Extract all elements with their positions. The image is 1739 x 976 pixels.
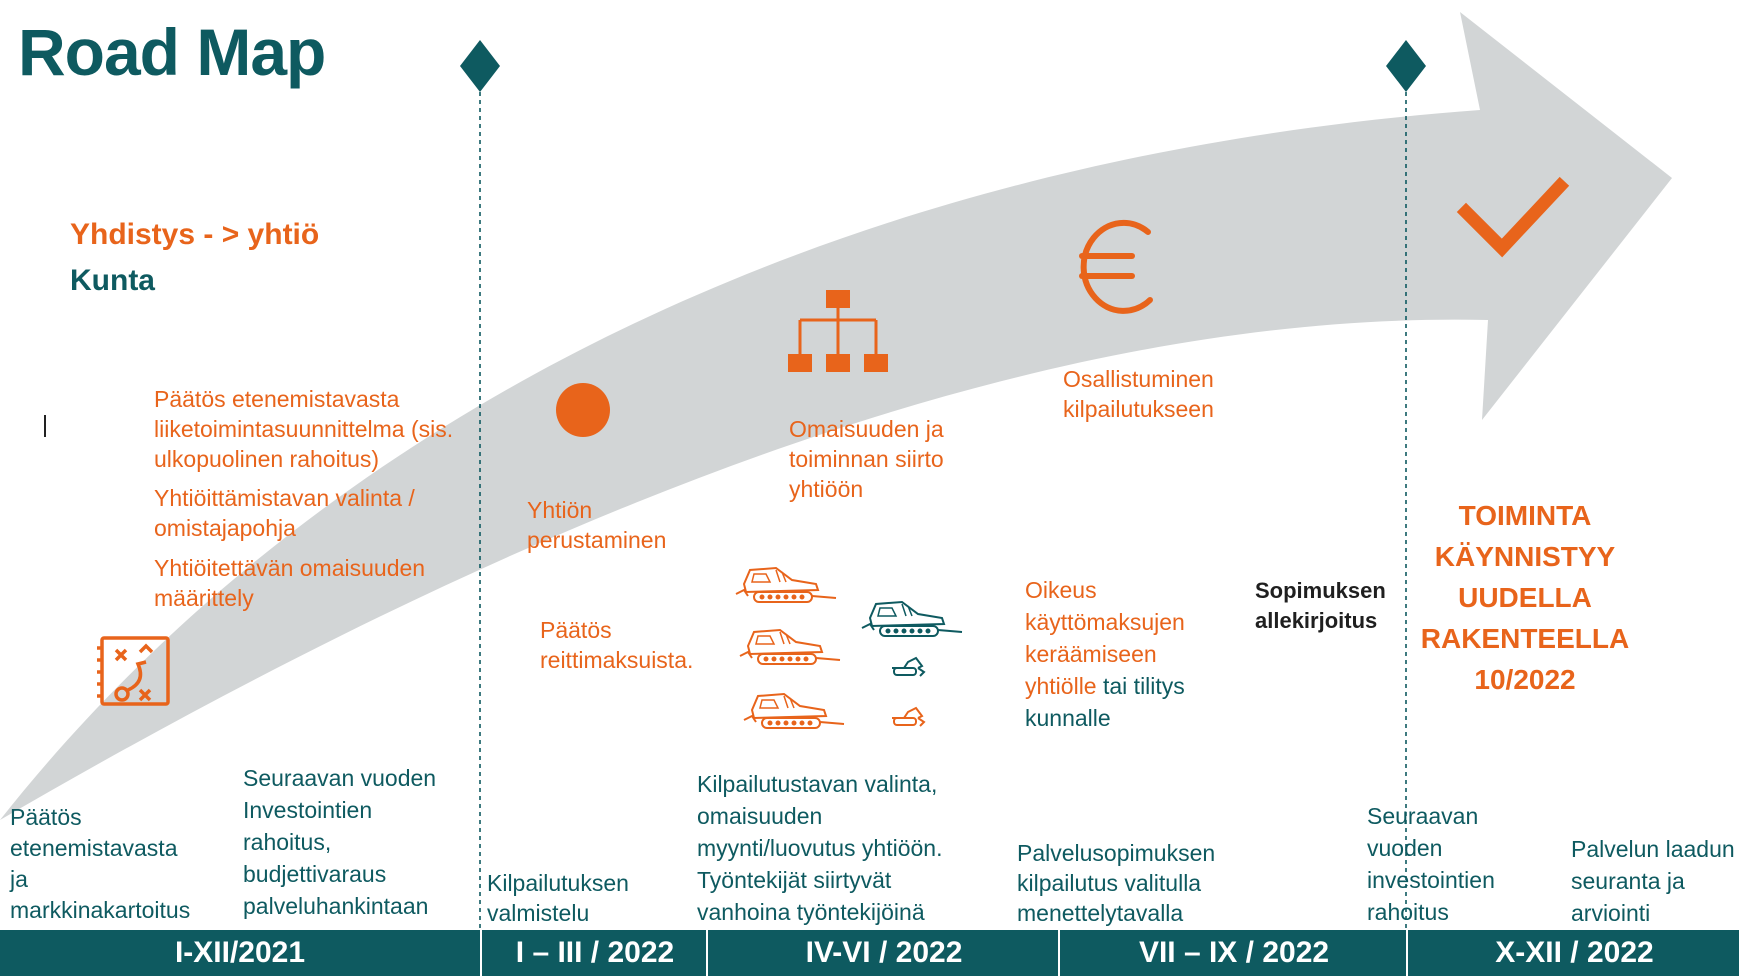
route-plan-icon: [97, 636, 170, 706]
final-milestone: TOIMINTA KÄYNNISTYY UUDELLA RAKENTEELLA …: [1420, 500, 1630, 695]
step-incorporation-method: Yhtiöittämistavan valinta / omistajapohj…: [154, 485, 415, 541]
snow-groomer-icon: [743, 693, 845, 729]
excavator-icon: [891, 707, 925, 727]
page-title: Road Map: [18, 15, 326, 89]
excavator-icon: [891, 657, 925, 677]
org-chart-icon: [788, 290, 888, 372]
milestone-diamond-icon: [460, 40, 500, 92]
step-contract-signing: Sopimuksen allekirjoitus: [1255, 578, 1386, 633]
step-decision-plan: Päätös etenemistavasta liiketoimintasuun…: [154, 386, 454, 472]
snow-groomer-icon: [861, 601, 963, 637]
milestone-diamond-icon: [1386, 40, 1426, 92]
step-company-founding: Yhtiön perustaminen: [527, 497, 667, 553]
legend-teal-label: Kunta: [70, 264, 155, 297]
period-bar: I-XII/2021 I – III / 2022 IV-VI / 2022 V…: [0, 930, 1739, 976]
snow-groomer-icon: [735, 567, 837, 603]
step-route-fees: Päätös reittimaksuista.: [540, 617, 694, 673]
lower-l5: Palvelusopimuksen kilpailutus valitulla …: [1017, 840, 1216, 926]
lower-l1: Päätös etenemistavasta ja markkinakartoi…: [10, 804, 191, 923]
period-q2-2022: IV-VI / 2022: [706, 930, 1060, 976]
euro-icon: [1079, 219, 1153, 314]
check-icon: [1456, 176, 1570, 258]
period-q3-2022: VII – IX / 2022: [1058, 930, 1408, 976]
step-asset-transfer: Omaisuuden ja toiminnan siirto yhtiöön: [789, 416, 944, 502]
lower-l4: Kilpailutustavan valinta, omaisuuden myy…: [697, 771, 943, 925]
period-q4-2022: X-XII / 2022: [1406, 930, 1739, 976]
lower-l2: Seuraavan vuoden Investointien rahoitus,…: [243, 765, 437, 919]
progress-arrow: [0, 12, 1672, 820]
step-fee-rights: Oikeus käyttömaksujen keräämiseen yhtiöl…: [1025, 577, 1185, 731]
lower-l6: Seuraavan vuoden investointien rahoitus: [1367, 803, 1495, 925]
period-2021: I-XII/2021: [174, 936, 306, 969]
lower-l7: Palvelun laadun seuranta ja arviointi: [1571, 836, 1735, 926]
text-cursor: [44, 415, 46, 437]
step-asset-definition: Yhtiöitettävän omaisuuden määrittely: [154, 555, 426, 611]
snow-groomer-icon: [739, 629, 841, 665]
period-q1-2022: I – III / 2022: [480, 930, 708, 976]
step-tender-participation: Osallistuminen kilpailutukseen: [1063, 366, 1214, 422]
legend-orange-label: Yhdistys - > yhtiö: [70, 218, 320, 251]
lower-l3: Kilpailutuksen valmistelu: [487, 870, 629, 926]
dot-icon: [556, 383, 610, 437]
